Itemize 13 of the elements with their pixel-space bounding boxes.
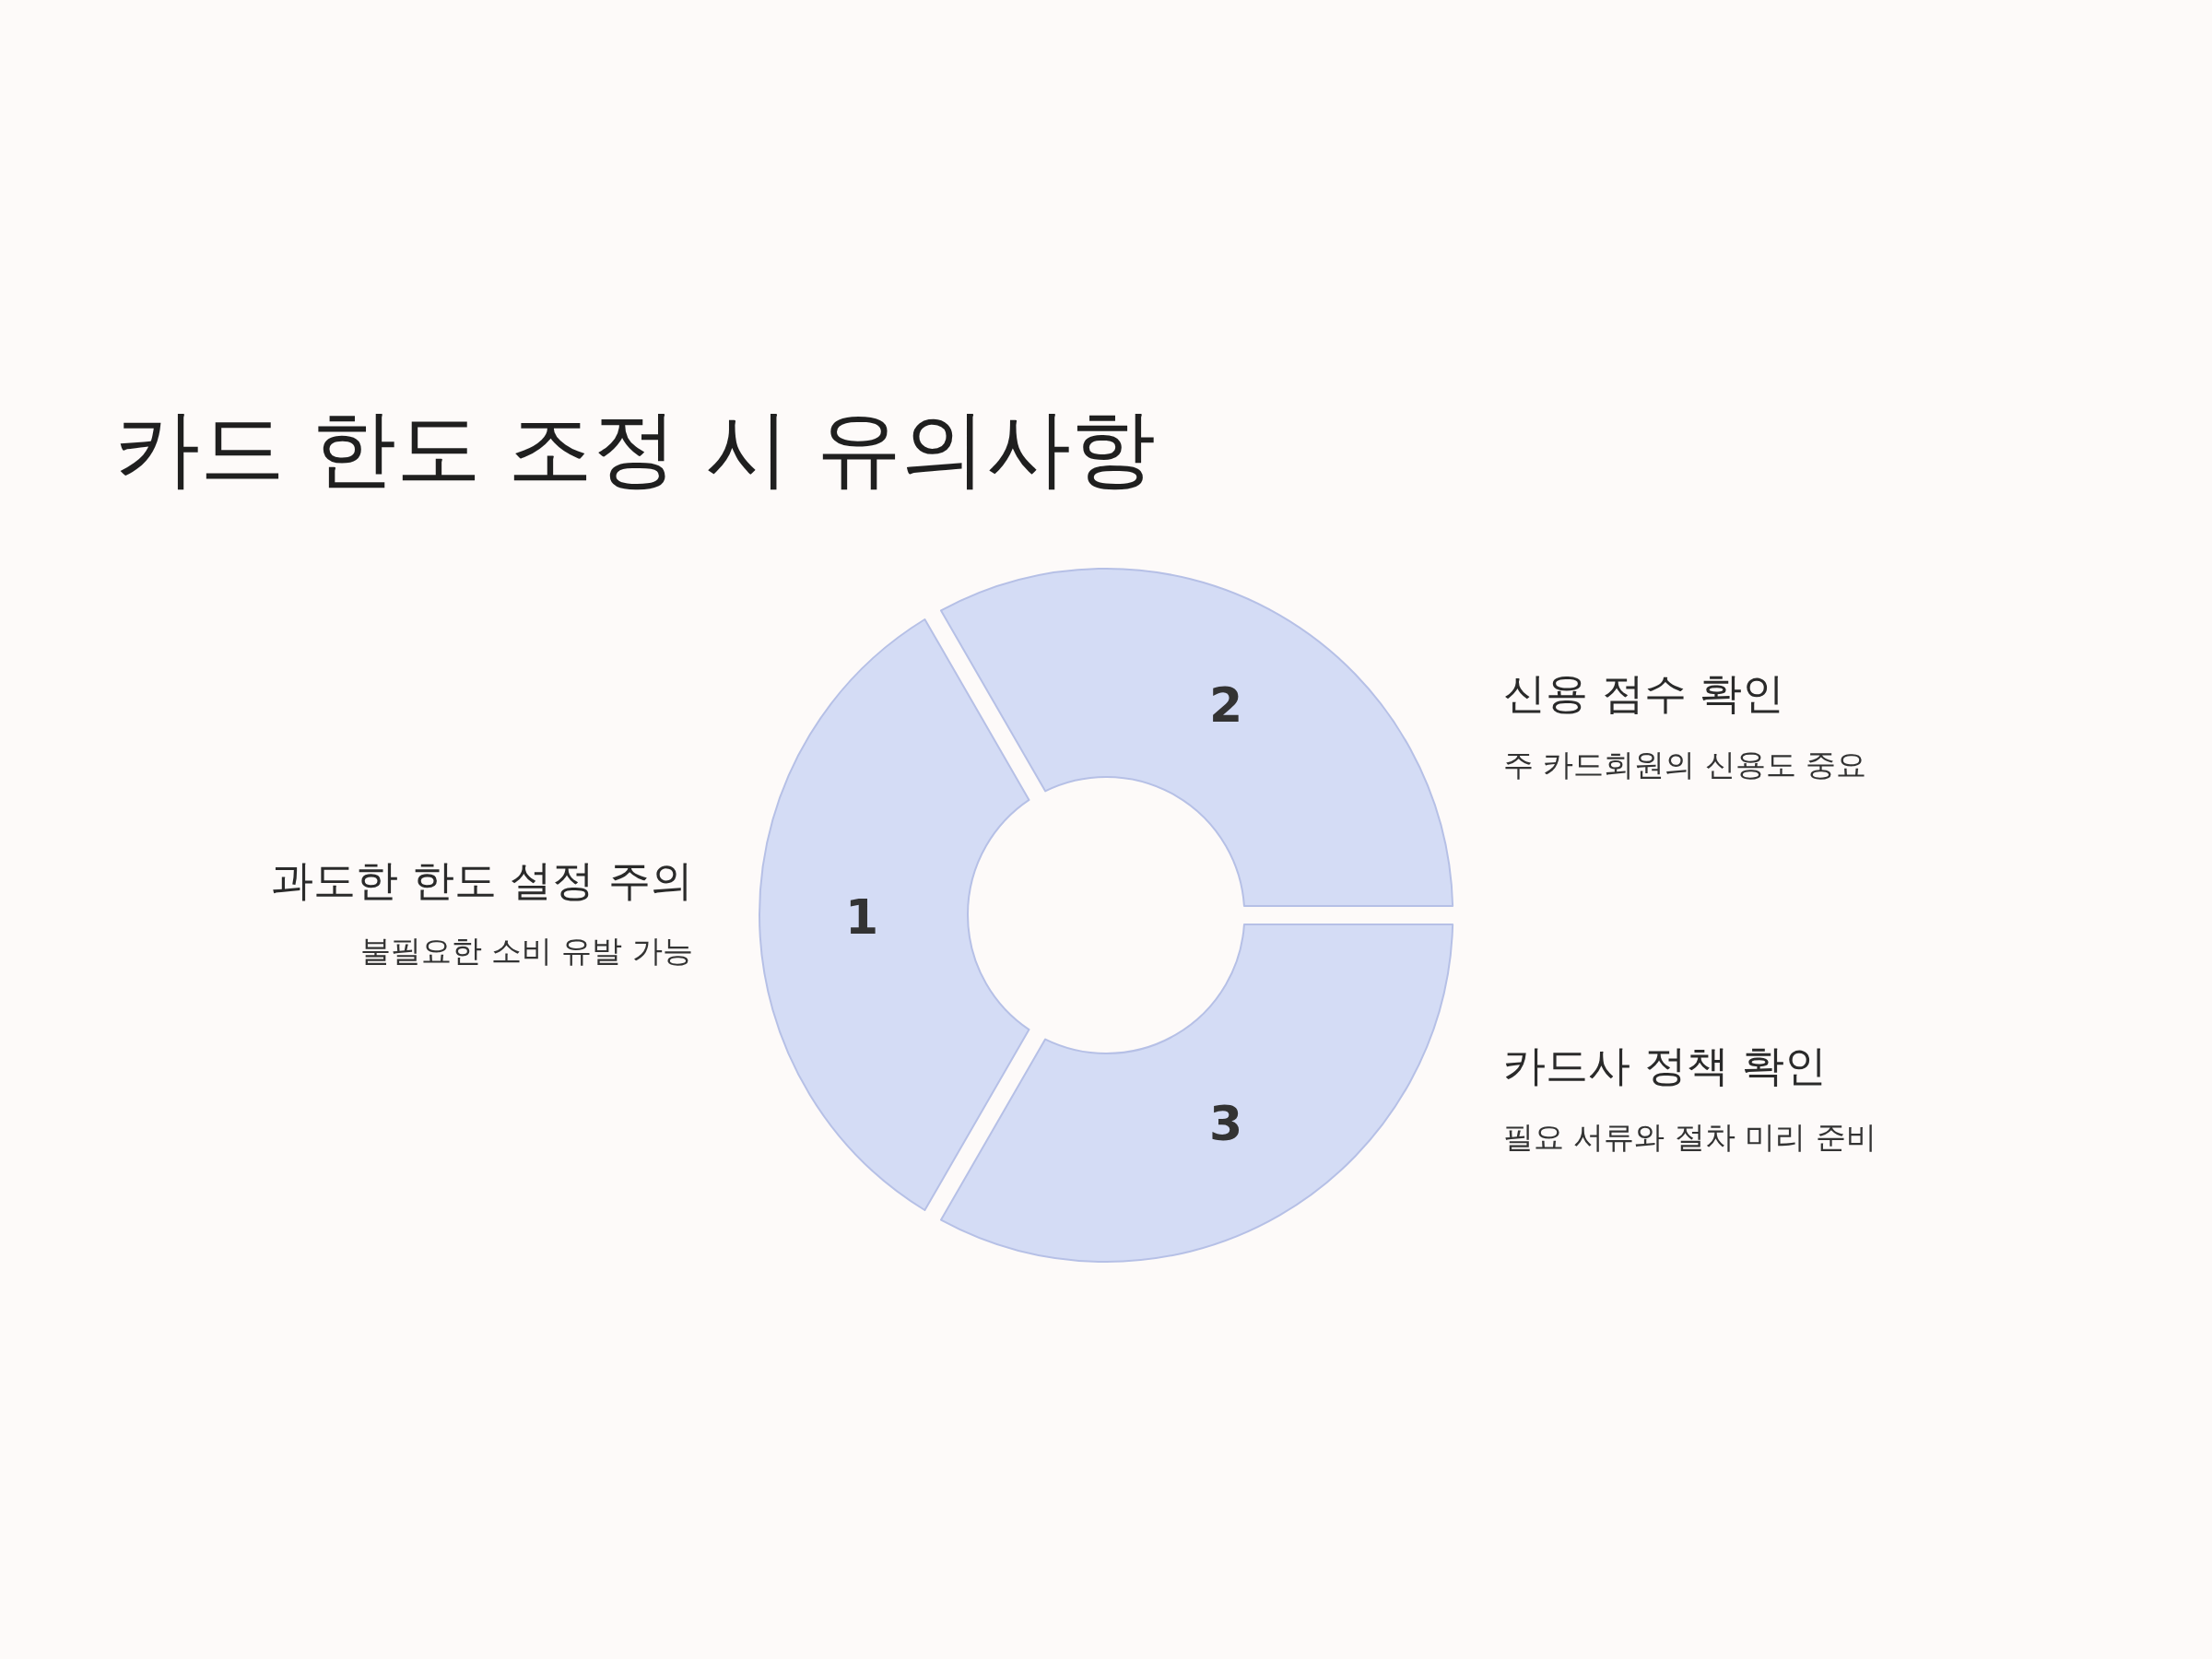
step-heading: 과도한 한도 설정 주의 <box>271 854 693 907</box>
step-description: 불필요한 소비 유발 가능 <box>359 932 693 971</box>
step-description: 주 카드회원의 신용도 중요 <box>1503 746 1867 784</box>
step-number: 3 <box>1208 1096 1243 1151</box>
donut-segment <box>758 618 1031 1213</box>
step-heading: 신용 점수 확인 <box>1503 667 1785 720</box>
step-description: 필요 서류와 절차 미리 준비 <box>1503 1118 1877 1157</box>
step-number: 1 <box>844 889 879 945</box>
title: 카드 한도 조정 시 유의사항 <box>115 398 1156 500</box>
donut-segment <box>938 567 1454 908</box>
step-number: 2 <box>1208 677 1243 733</box>
donut-segment <box>938 923 1454 1264</box>
step-heading: 카드사 정책 확인 <box>1503 1040 1828 1092</box>
